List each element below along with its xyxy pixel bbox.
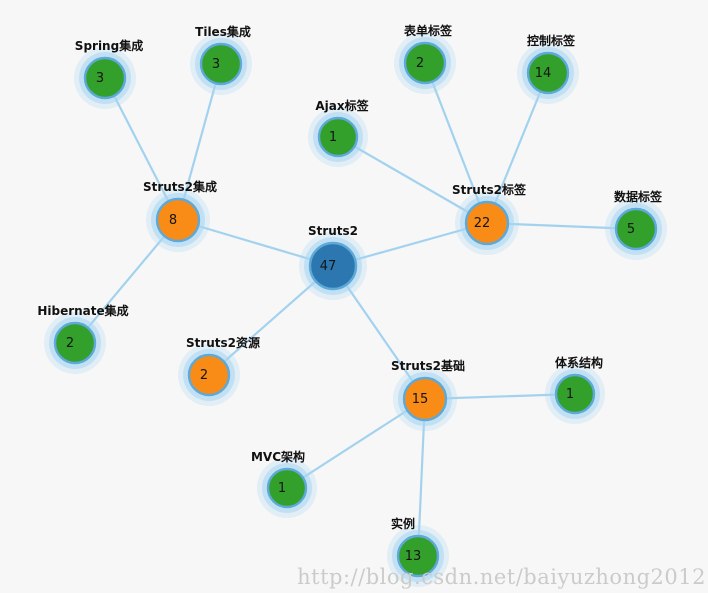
node-circle[interactable] [266,467,308,509]
node-label: Hibernate集成 [37,303,128,318]
graph-edge-struts2-biaoqian--ajax-biaoqian [337,136,488,224]
node-circle[interactable] [402,376,448,422]
node-circle[interactable] [187,353,231,397]
graph-node-spring-jicheng[interactable]: 3 Spring集成 [74,38,143,109]
node-value: 15 [412,392,429,407]
node-circle[interactable] [83,56,127,100]
graph-node-struts2-jichu[interactable]: 15 Struts2基础 [391,358,465,431]
node-circle[interactable] [614,207,658,251]
node-value: 1 [566,387,574,402]
node-circle[interactable] [53,321,97,365]
graph-node-shili[interactable]: 13 实例 [387,516,449,587]
node-label: Struts2基础 [391,358,465,373]
graph-node-mvc-jiagou[interactable]: 1 MVC架构 [251,449,317,518]
node-label: MVC架构 [251,449,305,464]
node-label: Tiles集成 [195,24,251,39]
node-circle[interactable] [155,197,201,243]
node-label: 体系结构 [555,355,603,370]
node-value: 5 [627,222,635,237]
graph-node-ajax-biaoqian[interactable]: 1 Ajax标签 [308,98,370,167]
node-circle[interactable] [403,41,447,85]
graph-node-struts2-jicheng[interactable]: 8 Struts2集成 [143,179,217,252]
node-value: 2 [66,336,74,351]
node-value: 13 [405,549,422,564]
node-value: 2 [416,56,424,71]
graph-node-struts2-ziyuan[interactable]: 2 Struts2资源 [178,335,260,406]
node-value: 3 [212,57,220,72]
graph-node-kongzhi-biaoqian[interactable]: 14 控制标签 [517,33,579,104]
node-circle[interactable] [526,51,570,95]
graph-node-struts2-biaoqian[interactable]: 22 Struts2标签 [452,182,527,255]
graph-node-hibernate-jicheng[interactable]: 2 Hibernate集成 [37,303,129,374]
node-label: Ajax标签 [315,98,369,113]
graph-node-biaodan-biaoqian[interactable]: 2 表单标签 [394,23,456,94]
node-circle[interactable] [308,241,358,291]
node-value: 8 [169,213,177,228]
graph-node-shuju-biaoqian[interactable]: 5 数据标签 [605,189,667,260]
node-label: Struts2标签 [452,182,527,197]
node-value: 47 [320,259,337,274]
node-circle[interactable] [199,42,243,86]
graph-edge-struts2-jichu--mvc-jiagou [286,398,426,489]
node-circle[interactable] [317,116,359,158]
node-label: 控制标签 [527,33,576,48]
node-circle[interactable] [464,200,510,246]
node-value: 22 [474,216,491,231]
node-label: Struts2资源 [186,335,260,350]
node-value: 1 [278,481,286,496]
node-value: 2 [200,368,208,383]
node-label: 数据标签 [614,189,663,204]
node-circle[interactable] [396,534,440,578]
graph-node-tixi-jiegou[interactable]: 1 体系结构 [545,355,605,424]
node-label: 表单标签 [403,23,453,38]
node-value: 3 [96,71,104,86]
graph-node-tiles-jicheng[interactable]: 3 Tiles集成 [190,24,252,95]
graph-node-struts2[interactable]: 47 Struts2 [299,224,367,300]
graph-edge-struts2-biaoqian--biaodan-biaoqian [423,62,489,224]
node-circle[interactable] [554,373,596,415]
node-value: 1 [329,130,337,145]
node-value: 14 [535,66,552,81]
node-label: Struts2集成 [143,179,217,194]
node-label: Struts2 [308,224,358,238]
node-label: Spring集成 [75,38,143,53]
node-label: 实例 [391,516,415,531]
